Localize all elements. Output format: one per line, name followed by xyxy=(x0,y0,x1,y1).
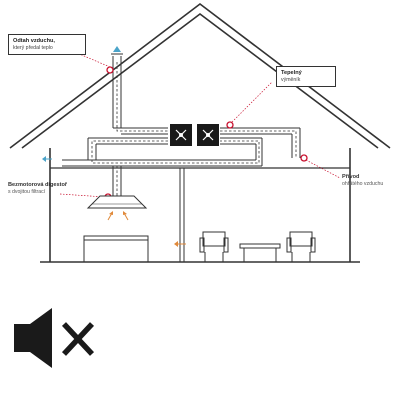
range-hood xyxy=(86,195,148,209)
speaker-muted-icon[interactable] xyxy=(14,308,95,368)
duct-system xyxy=(62,127,301,196)
armchair-left xyxy=(199,231,229,262)
heat-exchanger-unit-right xyxy=(197,124,219,146)
kitchen-counter xyxy=(83,235,149,263)
armchair-right xyxy=(286,231,316,262)
label-exchanger-title: Tepelný xyxy=(281,70,302,76)
exhaust-arrow xyxy=(113,46,121,52)
label-exchanger: Tepelný výměník xyxy=(276,66,336,88)
hood-intake-arrows xyxy=(107,211,129,221)
fresh-air-arrow xyxy=(42,156,52,162)
coffee-table xyxy=(239,243,281,262)
label-hood: Bezmotorová digestoř s dvojitou filtrací xyxy=(8,182,82,195)
warm-air-arrow xyxy=(174,241,186,247)
roof xyxy=(9,2,391,149)
label-exhaust-title: Odtah vzduchu, xyxy=(13,38,55,44)
label-hood-title: Bezmotorová digestoř xyxy=(8,182,68,188)
label-exchanger-sub: výměník xyxy=(281,76,301,83)
label-supply-sub: ohřátého vzduchu xyxy=(342,180,384,187)
label-exhaust: Odtah vzduchu, který předal teplo xyxy=(8,34,86,56)
label-supply-title: Přívod xyxy=(342,174,360,180)
interior-wall xyxy=(179,168,185,262)
label-exhaust-sub: který předal teplo xyxy=(13,44,53,51)
label-supply: Přívod ohřátého vzduchu xyxy=(342,174,398,187)
airflow-paths xyxy=(91,62,297,196)
label-hood-sub: s dvojitou filtrací xyxy=(8,188,46,195)
heat-exchanger-unit-left xyxy=(170,124,192,146)
